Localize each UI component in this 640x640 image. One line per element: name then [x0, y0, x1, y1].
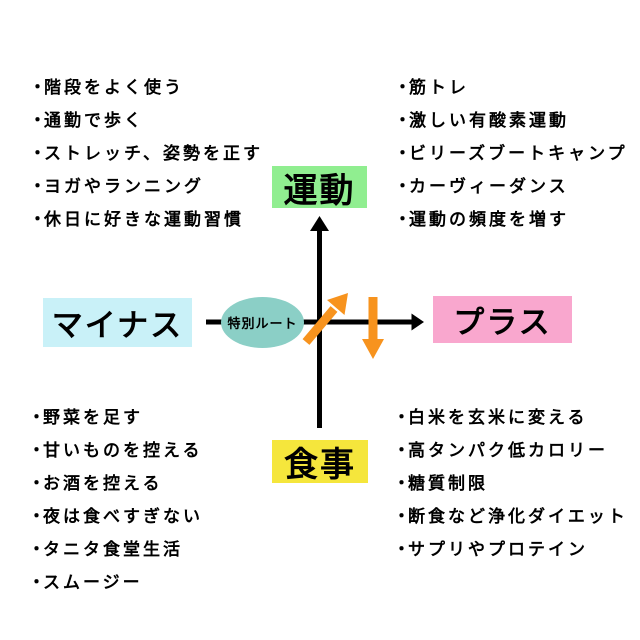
- list-item: ・糖質制限: [393, 467, 628, 500]
- list-item-text: サプリやプロテイン: [408, 540, 588, 559]
- list-item-text: 激しい有酸素運動: [409, 111, 569, 130]
- bullet-icon: ・: [394, 210, 411, 229]
- bullet-icon: ・: [394, 177, 411, 196]
- list-item: ・ヨガやランニング: [29, 170, 263, 203]
- list-item: ・階段をよく使う: [29, 71, 263, 104]
- right-arrowhead-icon: [411, 313, 424, 331]
- bullet-icon: ・: [393, 540, 410, 559]
- bullet-icon: ・: [28, 540, 45, 559]
- bullet-icon: ・: [28, 441, 45, 460]
- list-item-text: 白米を玄米に変える: [408, 408, 588, 427]
- list-item-text: スムージー: [43, 573, 143, 592]
- bullet-icon: ・: [28, 474, 45, 493]
- list-item-text: ストレッチ、姿勢を正す: [44, 144, 263, 163]
- bullet-icon: ・: [393, 441, 410, 460]
- list-item-text: 休日に好きな運動習慣: [44, 210, 244, 229]
- bullet-icon: ・: [393, 507, 410, 526]
- list-diet-plus: ・白米を玄米に変える・高タンパク低カロリー・糖質制限・断食など浄化ダイエット・サ…: [393, 401, 628, 566]
- list-item-text: ヨガやランニング: [44, 177, 204, 196]
- list-exercise-minus: ・階段をよく使う・通勤で歩く・ストレッチ、姿勢を正す・ヨガやランニング・休日に好…: [29, 71, 263, 236]
- list-item: ・スムージー: [28, 566, 203, 599]
- list-item: ・断食など浄化ダイエット: [393, 500, 628, 533]
- axis-label-exercise: 運動: [272, 166, 367, 210]
- down-arrow-icon: [362, 297, 384, 359]
- list-item: ・お酒を控える: [28, 467, 203, 500]
- list-item: ・白米を玄米に変える: [393, 401, 628, 434]
- list-item: ・カーヴィーダンス: [394, 170, 628, 203]
- list-item: ・運動の頻度を増す: [394, 203, 628, 236]
- list-item: ・野菜を足す: [28, 401, 203, 434]
- bullet-icon: ・: [29, 210, 46, 229]
- list-item: ・甘いものを控える: [28, 434, 203, 467]
- bullet-icon: ・: [394, 78, 411, 97]
- list-item-text: タニタ食堂生活: [43, 540, 183, 559]
- diagonal-up-arrow-icon: [302, 293, 348, 345]
- list-item: ・ビリーズブートキャンプ: [394, 137, 628, 170]
- list-item: ・タニタ食堂生活: [28, 533, 203, 566]
- list-item: ・激しい有酸素運動: [394, 104, 628, 137]
- list-diet-minus: ・野菜を足す・甘いものを控える・お酒を控える・夜は食べすぎない・タニタ食堂生活・…: [28, 401, 203, 599]
- list-item-text: 甘いものを控える: [43, 441, 203, 460]
- list-item-text: 運動の頻度を増す: [409, 210, 569, 229]
- bullet-icon: ・: [28, 408, 45, 427]
- list-item-text: 筋トレ: [409, 78, 469, 97]
- list-item-text: 断食など浄化ダイエット: [408, 507, 628, 526]
- list-item-text: お酒を控える: [43, 474, 163, 493]
- special-route-ellipse: 特別ルート: [221, 297, 304, 348]
- list-item: ・サプリやプロテイン: [393, 533, 628, 566]
- list-item: ・高タンパク低カロリー: [393, 434, 628, 467]
- up-arrowhead-icon: [310, 216, 329, 231]
- list-item: ・ストレッチ、姿勢を正す: [29, 137, 263, 170]
- special-route-label: 特別ルート: [227, 316, 298, 331]
- list-item: ・筋トレ: [394, 71, 628, 104]
- bullet-icon: ・: [393, 408, 410, 427]
- bullet-icon: ・: [394, 144, 411, 163]
- bullet-icon: ・: [29, 144, 46, 163]
- bullet-icon: ・: [29, 177, 46, 196]
- list-item-text: 野菜を足す: [43, 408, 143, 427]
- list-item-text: 糖質制限: [408, 474, 488, 493]
- bullet-icon: ・: [28, 507, 45, 526]
- list-item-text: 夜は食べすぎない: [43, 507, 203, 526]
- list-item-text: 階段をよく使う: [44, 78, 184, 97]
- list-item-text: 通勤で歩く: [44, 111, 144, 130]
- bullet-icon: ・: [29, 78, 46, 97]
- list-item: ・休日に好きな運動習慣: [29, 203, 263, 236]
- list-item-text: カーヴィーダンス: [409, 177, 569, 196]
- bullet-icon: ・: [29, 111, 46, 130]
- list-item: ・通勤で歩く: [29, 104, 263, 137]
- list-exercise-plus: ・筋トレ・激しい有酸素運動・ビリーズブートキャンプ・カーヴィーダンス・運動の頻度…: [394, 71, 628, 236]
- list-item-text: 高タンパク低カロリー: [408, 441, 608, 460]
- axis-label-plus: プラス: [433, 296, 572, 343]
- bullet-icon: ・: [393, 474, 410, 493]
- bullet-icon: ・: [394, 111, 411, 130]
- axis-label-minus: マイナス: [43, 298, 192, 347]
- list-item-text: ビリーズブートキャンプ: [409, 144, 628, 163]
- list-item: ・夜は食べすぎない: [28, 500, 203, 533]
- axis-label-diet: 食事: [272, 440, 368, 484]
- bullet-icon: ・: [28, 573, 45, 592]
